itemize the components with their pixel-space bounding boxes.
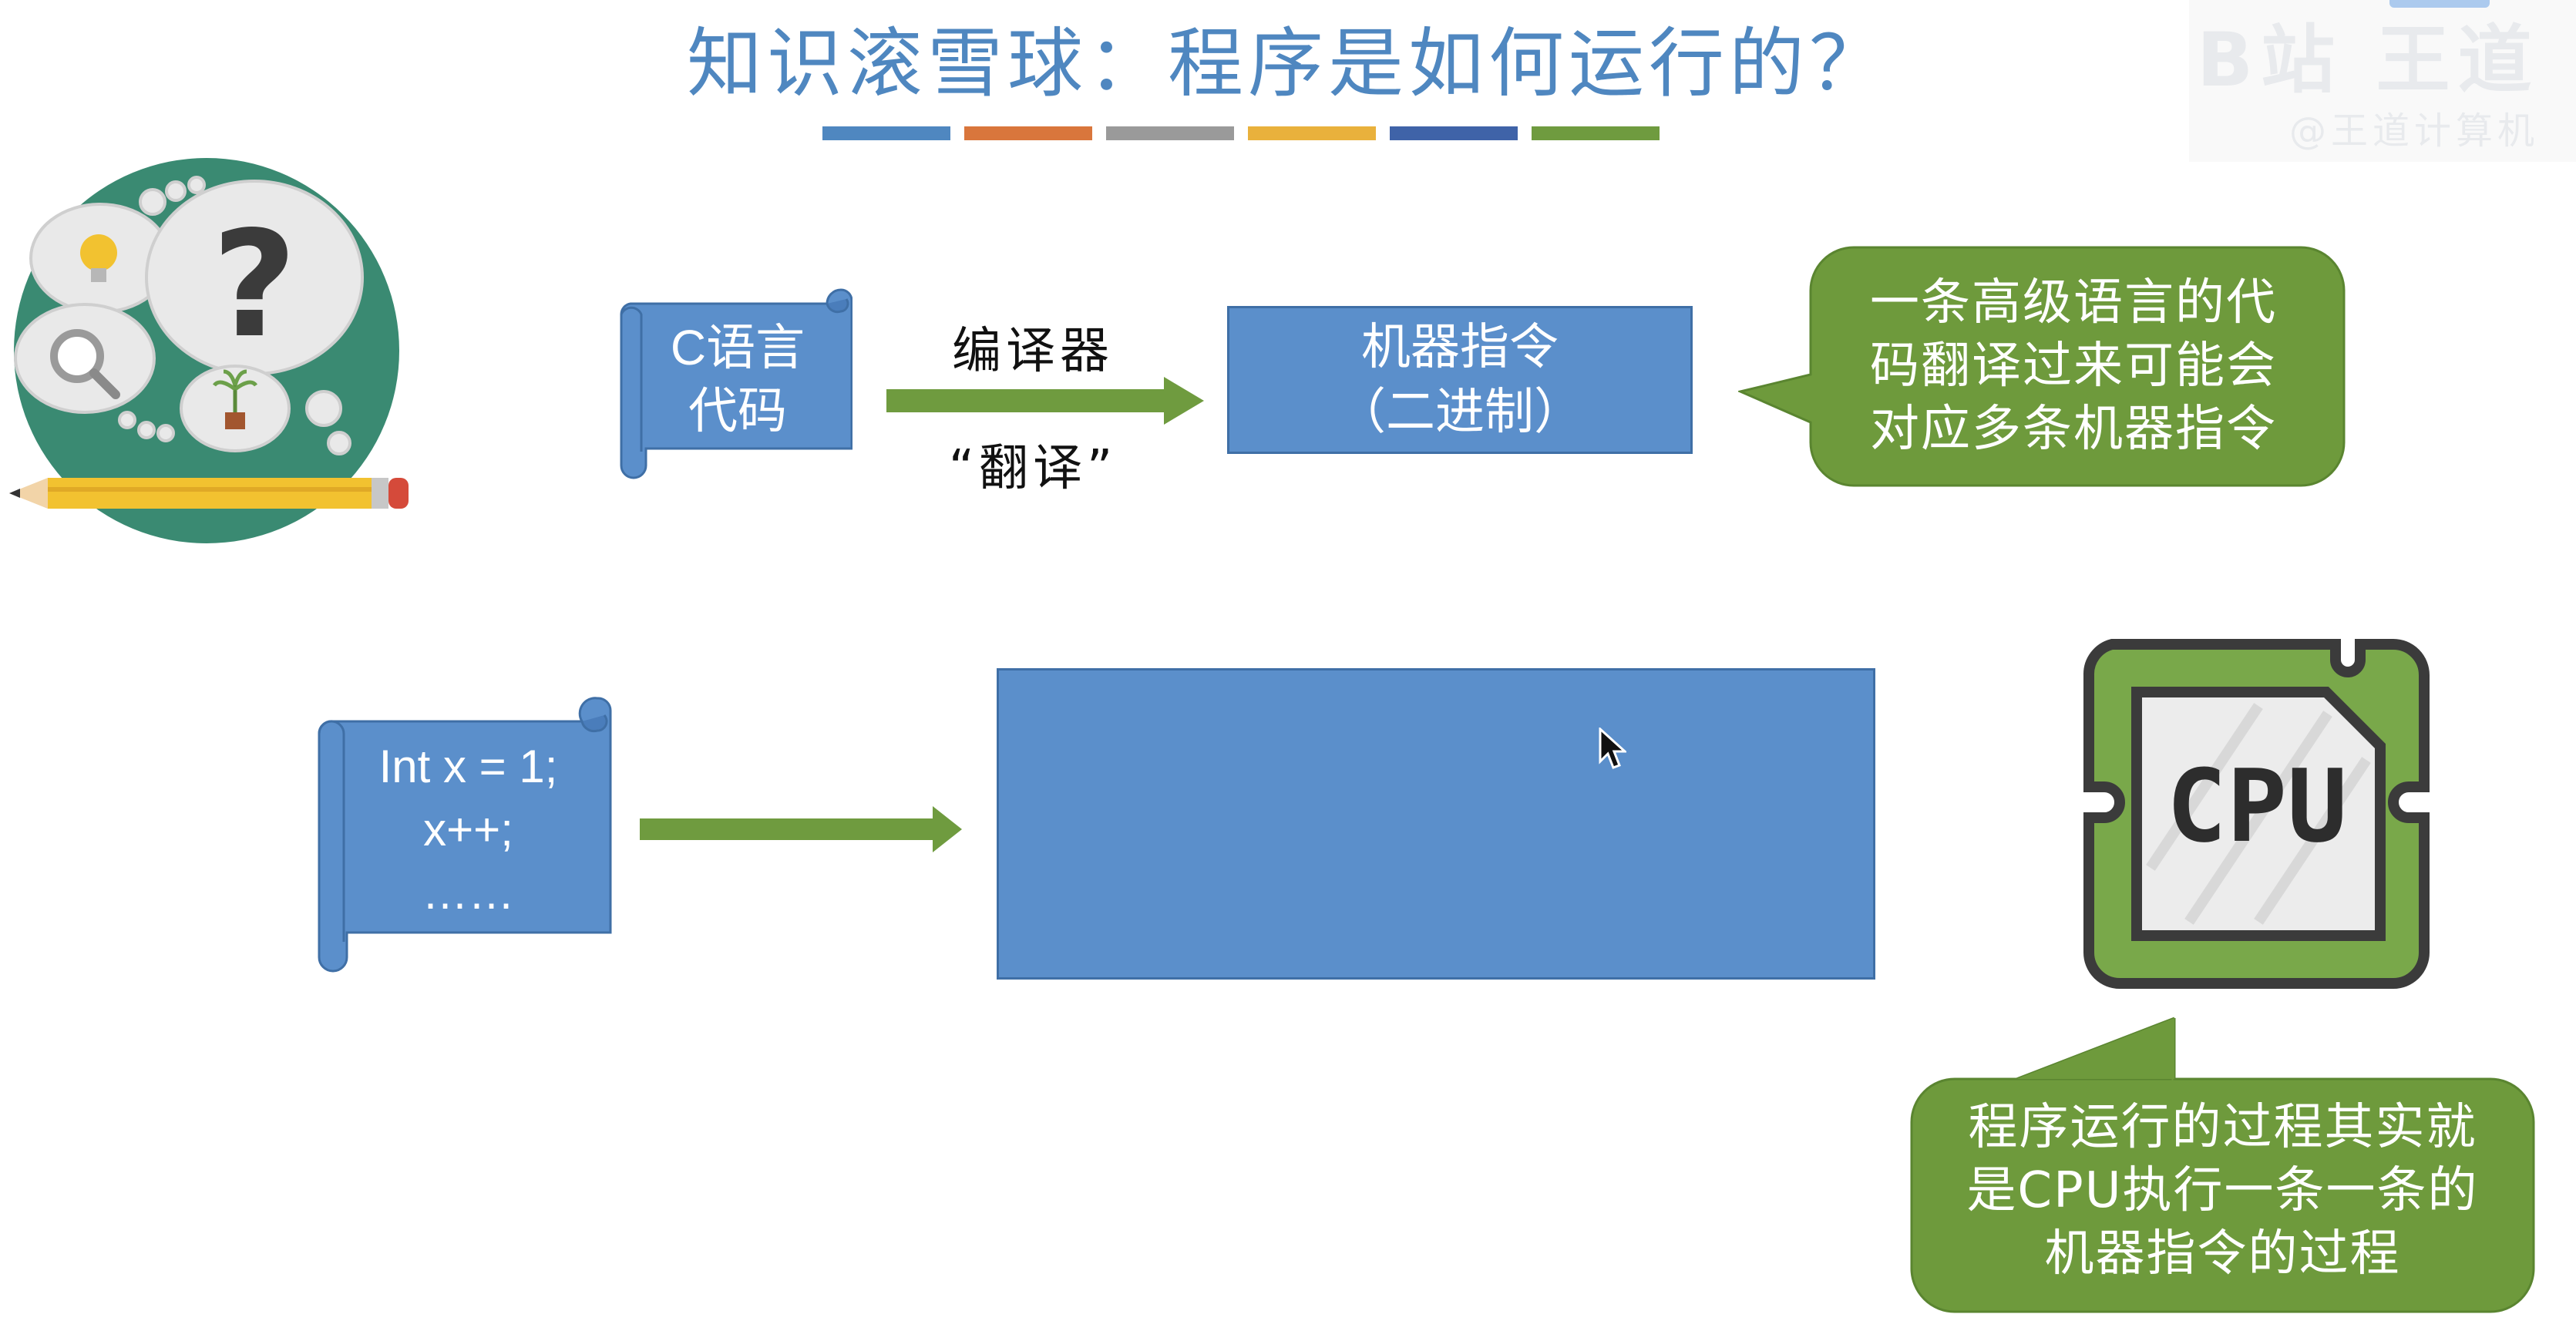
underline-segment-green	[1532, 126, 1660, 140]
underline-segment-orange	[964, 126, 1092, 140]
title-underline	[822, 126, 1660, 140]
callout-bottom-line1: 程序运行的过程其实就	[1908, 1096, 2537, 1159]
compile-arrow	[886, 374, 1210, 428]
code-line1: Int x = 1;	[379, 735, 558, 798]
thinking-illustration: ?	[8, 154, 409, 547]
machine-code-area	[997, 668, 1875, 980]
watermark-caption: @王道计算机	[2289, 100, 2539, 154]
underline-segment-darkblue	[1390, 126, 1518, 140]
code-line2: x++;	[423, 798, 513, 862]
compiler-label: 编译器	[917, 311, 1148, 382]
callout-bottom-line2: 是CPU执行一条一条的	[1908, 1159, 2537, 1222]
c-source-line2: 代码	[688, 379, 787, 442]
code-line3: ……	[422, 862, 515, 925]
code-to-box-arrow	[640, 802, 963, 855]
callout-bottom-line3: 机器指令的过程	[1908, 1222, 2537, 1286]
c-source-scroll: C语言 代码	[607, 281, 853, 479]
machine-box-line2: （二进制）	[1337, 380, 1583, 445]
machine-box-line1: 机器指令	[1361, 315, 1559, 380]
callout-bottom-text: 程序运行的过程其实就 是CPU执行一条一条的 机器指令的过程	[1908, 1096, 2537, 1286]
cpu-label: CPU	[2167, 748, 2348, 865]
watermark-logo: B站 王道	[2197, 0, 2540, 107]
pencil-icon	[9, 478, 409, 509]
callout-top-line3: 对应多条机器指令	[1827, 398, 2320, 461]
callout-top-line1: 一条高级语言的代	[1827, 271, 2320, 334]
underline-segment-yellow	[1248, 126, 1376, 140]
cpu-icon: CPU	[2081, 637, 2436, 991]
machine-instruction-box: 机器指令 （二进制）	[1227, 306, 1693, 454]
c-source-line1: C语言	[671, 316, 805, 379]
callout-top-line2: 码翻译过来可能会	[1827, 334, 2320, 398]
callout-top-text: 一条高级语言的代 码翻译过来可能会 对应多条机器指令	[1827, 271, 2320, 461]
cursor-icon	[1599, 728, 1626, 771]
code-scroll: Int x = 1; x++; ……	[308, 687, 613, 973]
question-mark-icon: ?	[212, 200, 297, 370]
translate-label: “翻译”	[917, 429, 1148, 499]
underline-segment-gray	[1106, 126, 1234, 140]
underline-segment-blue	[822, 126, 950, 140]
